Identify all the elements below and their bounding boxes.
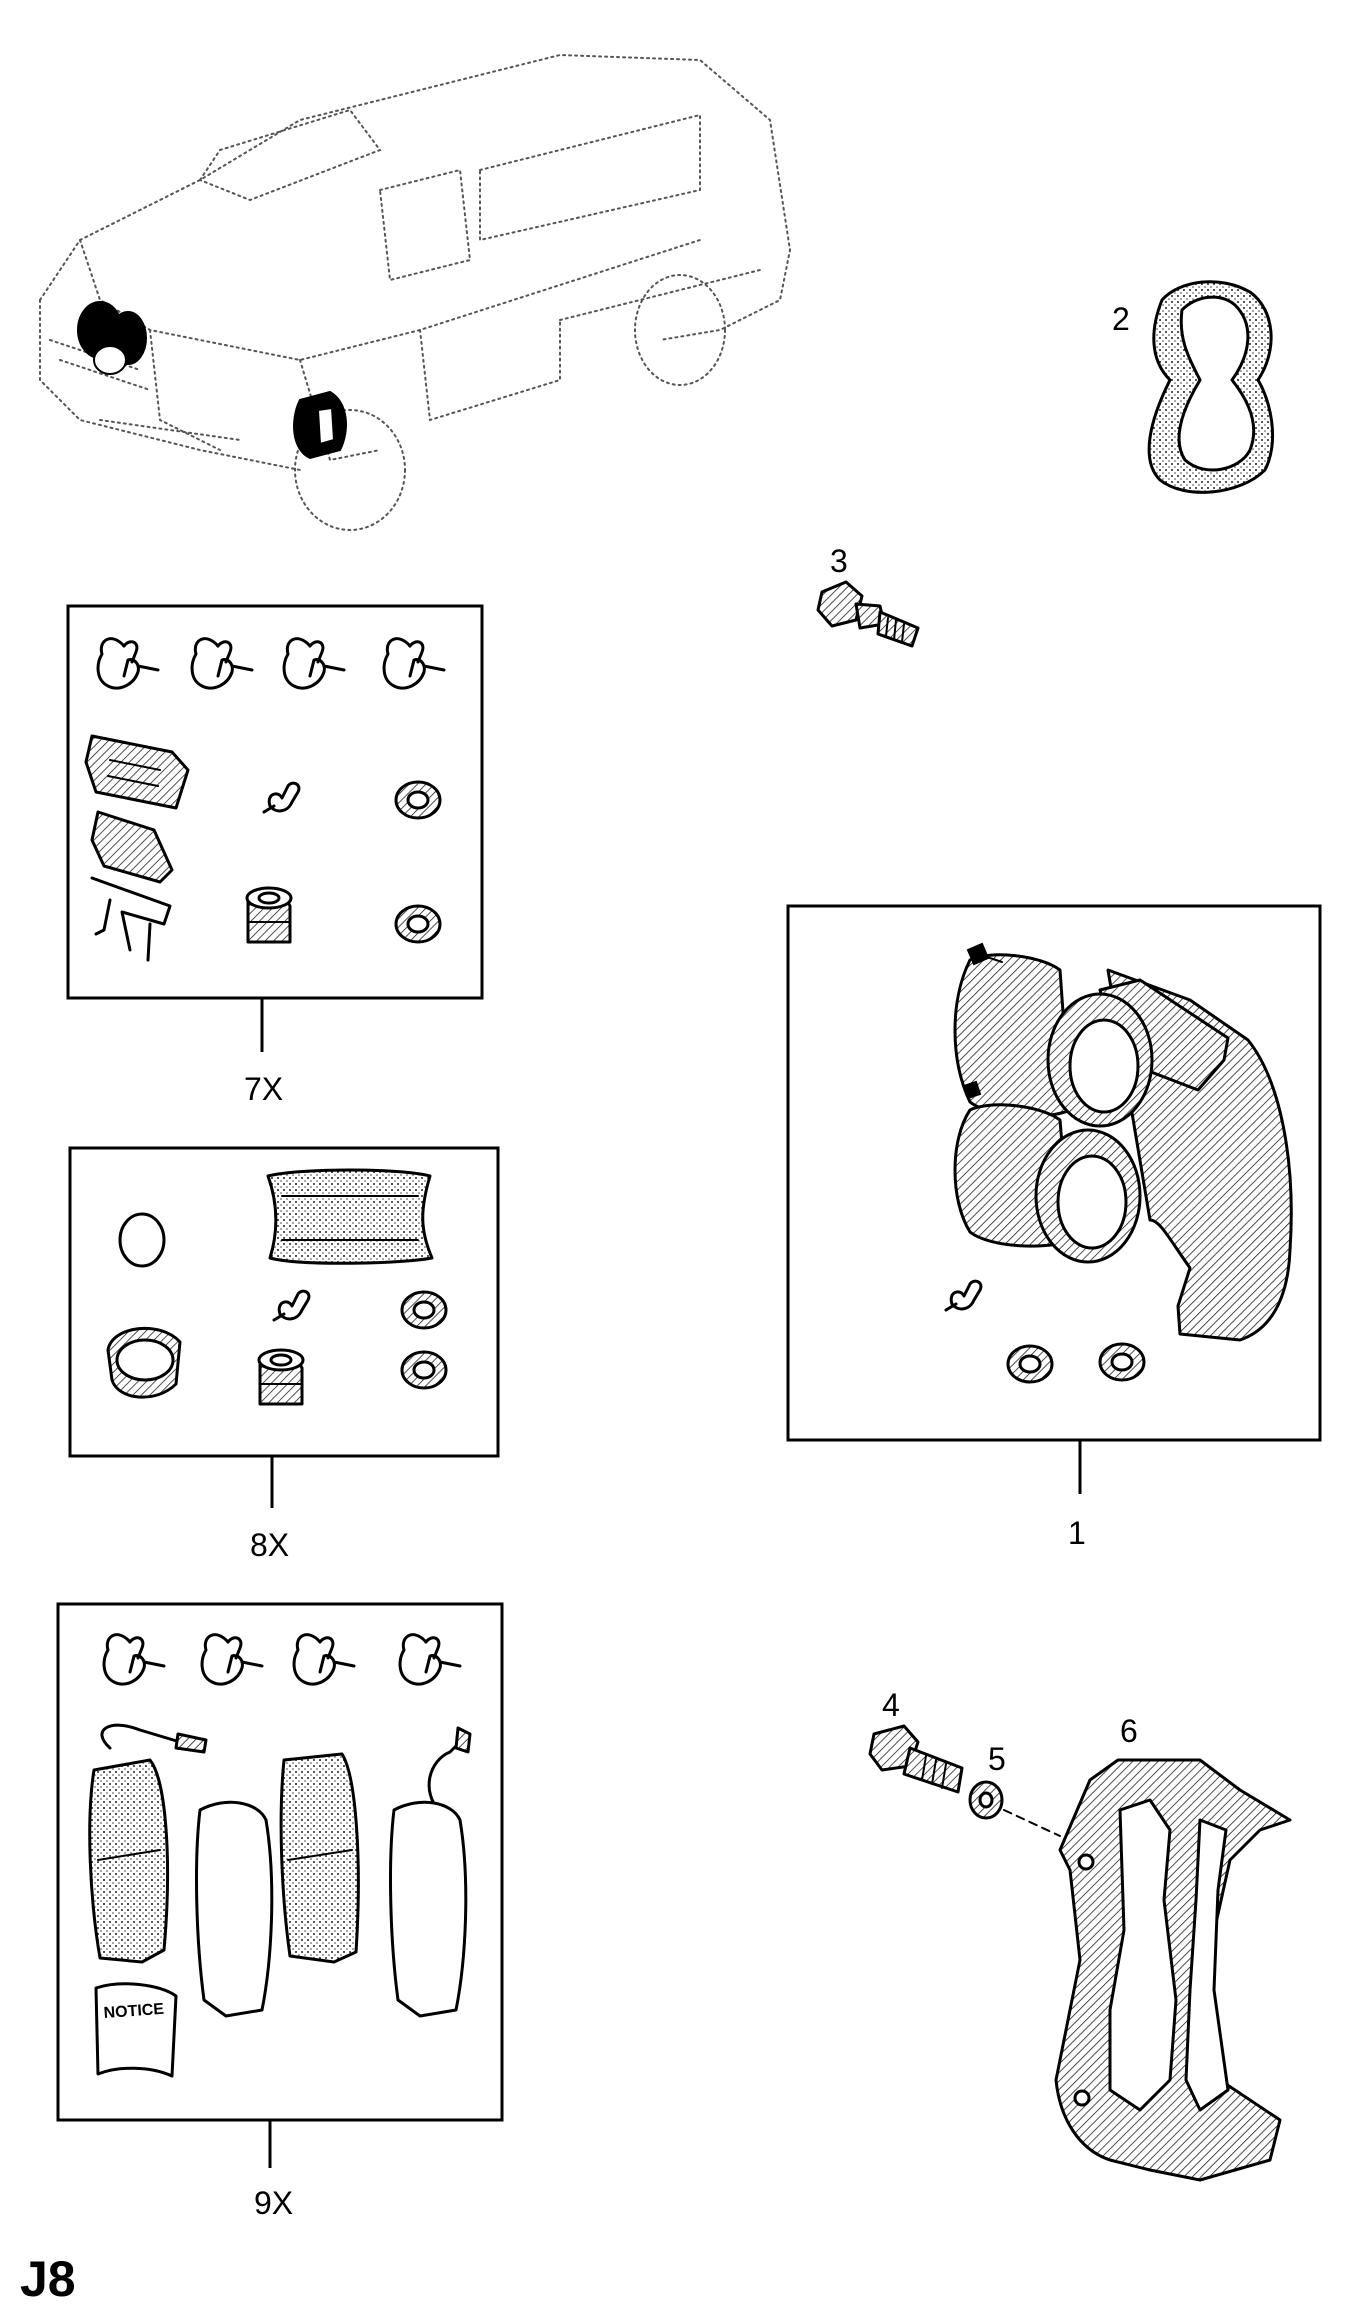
caliper-box: [786, 904, 1322, 1442]
kit-9x-box: NOTICE: [56, 1602, 504, 2122]
page-label: J8: [20, 2251, 76, 2307]
callout-8x: 8X: [250, 1527, 289, 1563]
callout-9x: 9X: [254, 2185, 293, 2221]
callout-4: 4: [882, 1687, 900, 1723]
callout-5: 5: [988, 1741, 1006, 1777]
callout-3: 3: [830, 543, 848, 579]
callout-7x: 7X: [244, 1071, 283, 1107]
front-right-brake-highlight: [293, 390, 347, 460]
carrier-part-6: [1054, 1758, 1292, 2182]
washer-part-5: [968, 1780, 1004, 1820]
callout-6: 6: [1120, 1713, 1138, 1749]
notice-label: NOTICE: [103, 2001, 165, 2022]
van-illustration: [39, 53, 792, 531]
ring-part-2: [1147, 280, 1274, 494]
kit-7x-box: [66, 604, 484, 1000]
bleed-screw-part-3: [816, 580, 920, 648]
callout-1: 1: [1068, 1515, 1086, 1551]
front-left-brake-highlight: [77, 301, 147, 375]
kit-8x-box: [68, 1146, 500, 1458]
callout-2: 2: [1112, 301, 1130, 337]
notice-booklet: NOTICE: [94, 1982, 178, 2078]
bolt-part-4: [868, 1724, 964, 1794]
